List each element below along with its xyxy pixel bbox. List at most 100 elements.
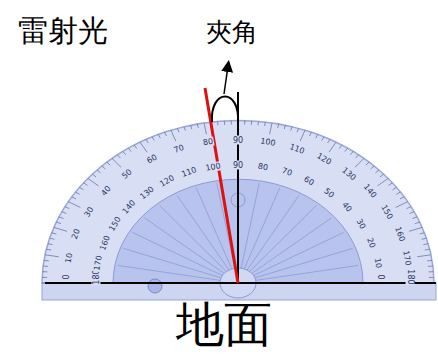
- scale-tick: [102, 166, 105, 169]
- scale-tick: [412, 217, 417, 219]
- scale-tick: [46, 249, 51, 251]
- scale-tick: [68, 202, 80, 208]
- scale-tick: [410, 212, 414, 214]
- scale-tick: [72, 197, 76, 199]
- scale-tick: [270, 123, 272, 134]
- scale-tick: [140, 142, 147, 152]
- scale-tick: [428, 265, 433, 266]
- scale-tick: [117, 155, 120, 158]
- scale-tick: [158, 134, 160, 138]
- scale-tick: [417, 255, 431, 257]
- scale-tick: [42, 277, 47, 278]
- scale-tick: [396, 192, 400, 194]
- scale-tick: [328, 139, 330, 143]
- scale-tick: [197, 124, 198, 128]
- scale-tick: [300, 130, 305, 141]
- scale-tick: [112, 158, 121, 167]
- scale-tick: [62, 212, 66, 214]
- scale-tick: [244, 120, 245, 124]
- scale-tick: [107, 162, 110, 165]
- scale-tick: [257, 121, 259, 125]
- scale-spoke: [132, 232, 222, 275]
- scale-spoke: [247, 195, 299, 270]
- scale-tick: [423, 244, 428, 245]
- scale-spoke: [196, 188, 232, 269]
- scale-spoke: [250, 205, 317, 271]
- scale-tick: [297, 128, 299, 132]
- scale-tick: [389, 183, 393, 186]
- scale-tick: [42, 271, 47, 272]
- scale-tick: [429, 271, 434, 272]
- scale-tick: [54, 227, 67, 231]
- scale-tick: [217, 121, 219, 125]
- scale-tick: [409, 227, 422, 231]
- scale-spoke: [145, 218, 225, 273]
- scale-tick: [422, 238, 427, 239]
- ground-label: 地面: [176, 298, 272, 351]
- scale-tick: [184, 127, 185, 131]
- scale-tick: [65, 207, 69, 209]
- scale-number: 10: [372, 256, 383, 270]
- scale-tick: [50, 238, 55, 239]
- scale-tick: [329, 142, 336, 152]
- scale-number: 10: [63, 251, 74, 265]
- laser-label: 雷射光: [18, 14, 108, 47]
- scale-tick: [415, 222, 420, 224]
- scale-number: 180: [406, 268, 415, 285]
- scale-tick: [371, 166, 374, 169]
- scale-tick: [425, 249, 430, 251]
- scale-tick: [316, 134, 318, 138]
- scale-tick: [396, 202, 408, 208]
- scale-tick: [152, 137, 154, 141]
- scale-tick: [84, 183, 88, 186]
- scale-tick: [427, 260, 432, 262]
- scale-tick: [407, 207, 411, 209]
- scale-tick: [48, 244, 53, 245]
- scale-tick: [56, 222, 61, 224]
- scale-tick: [92, 174, 96, 177]
- scale-tick: [191, 125, 192, 129]
- scale-tick: [264, 122, 266, 126]
- scale-tick: [165, 132, 167, 136]
- scale-tick: [79, 187, 83, 189]
- scale-tick: [171, 130, 176, 141]
- scale-tick: [345, 148, 348, 151]
- scale-tick: [380, 174, 384, 177]
- ground-line: [45, 282, 436, 284]
- scale-spoke: [118, 265, 220, 280]
- scale-tick: [278, 124, 279, 128]
- scale-tick: [251, 121, 252, 125]
- scale-tick: [59, 217, 64, 219]
- scale-tick: [356, 155, 359, 158]
- scale-tick: [44, 260, 49, 262]
- scale-tick: [322, 137, 324, 141]
- scale-tick: [377, 178, 388, 185]
- scale-tick: [45, 255, 59, 257]
- scale-tick: [339, 145, 342, 149]
- scale-tick: [310, 132, 312, 136]
- angle-arc: [212, 97, 238, 123]
- scale-tick: [146, 139, 148, 143]
- scale-number: 90: [232, 161, 244, 170]
- scale-tick: [88, 178, 99, 185]
- scale-tick: [43, 265, 48, 266]
- scale-tick: [177, 128, 179, 132]
- scale-tick: [429, 277, 434, 278]
- scale-tick: [224, 121, 225, 125]
- scale-tick: [400, 197, 404, 199]
- scale-tick: [52, 233, 57, 234]
- scale-tick: [350, 151, 353, 154]
- scale-tick: [366, 162, 369, 165]
- scale-number: 90: [232, 136, 244, 145]
- scale-tick: [97, 170, 101, 173]
- angle-label: 夾角: [206, 18, 258, 47]
- scale-tick: [128, 148, 131, 151]
- laser-beam: [205, 88, 238, 283]
- scale-tick: [134, 145, 137, 149]
- scale-tick: [284, 125, 285, 129]
- pointer-arrow: [224, 66, 228, 94]
- scale-tick: [355, 158, 364, 167]
- scale-tick: [204, 123, 206, 134]
- scale-tick: [375, 170, 379, 173]
- scale-tick: [76, 192, 80, 194]
